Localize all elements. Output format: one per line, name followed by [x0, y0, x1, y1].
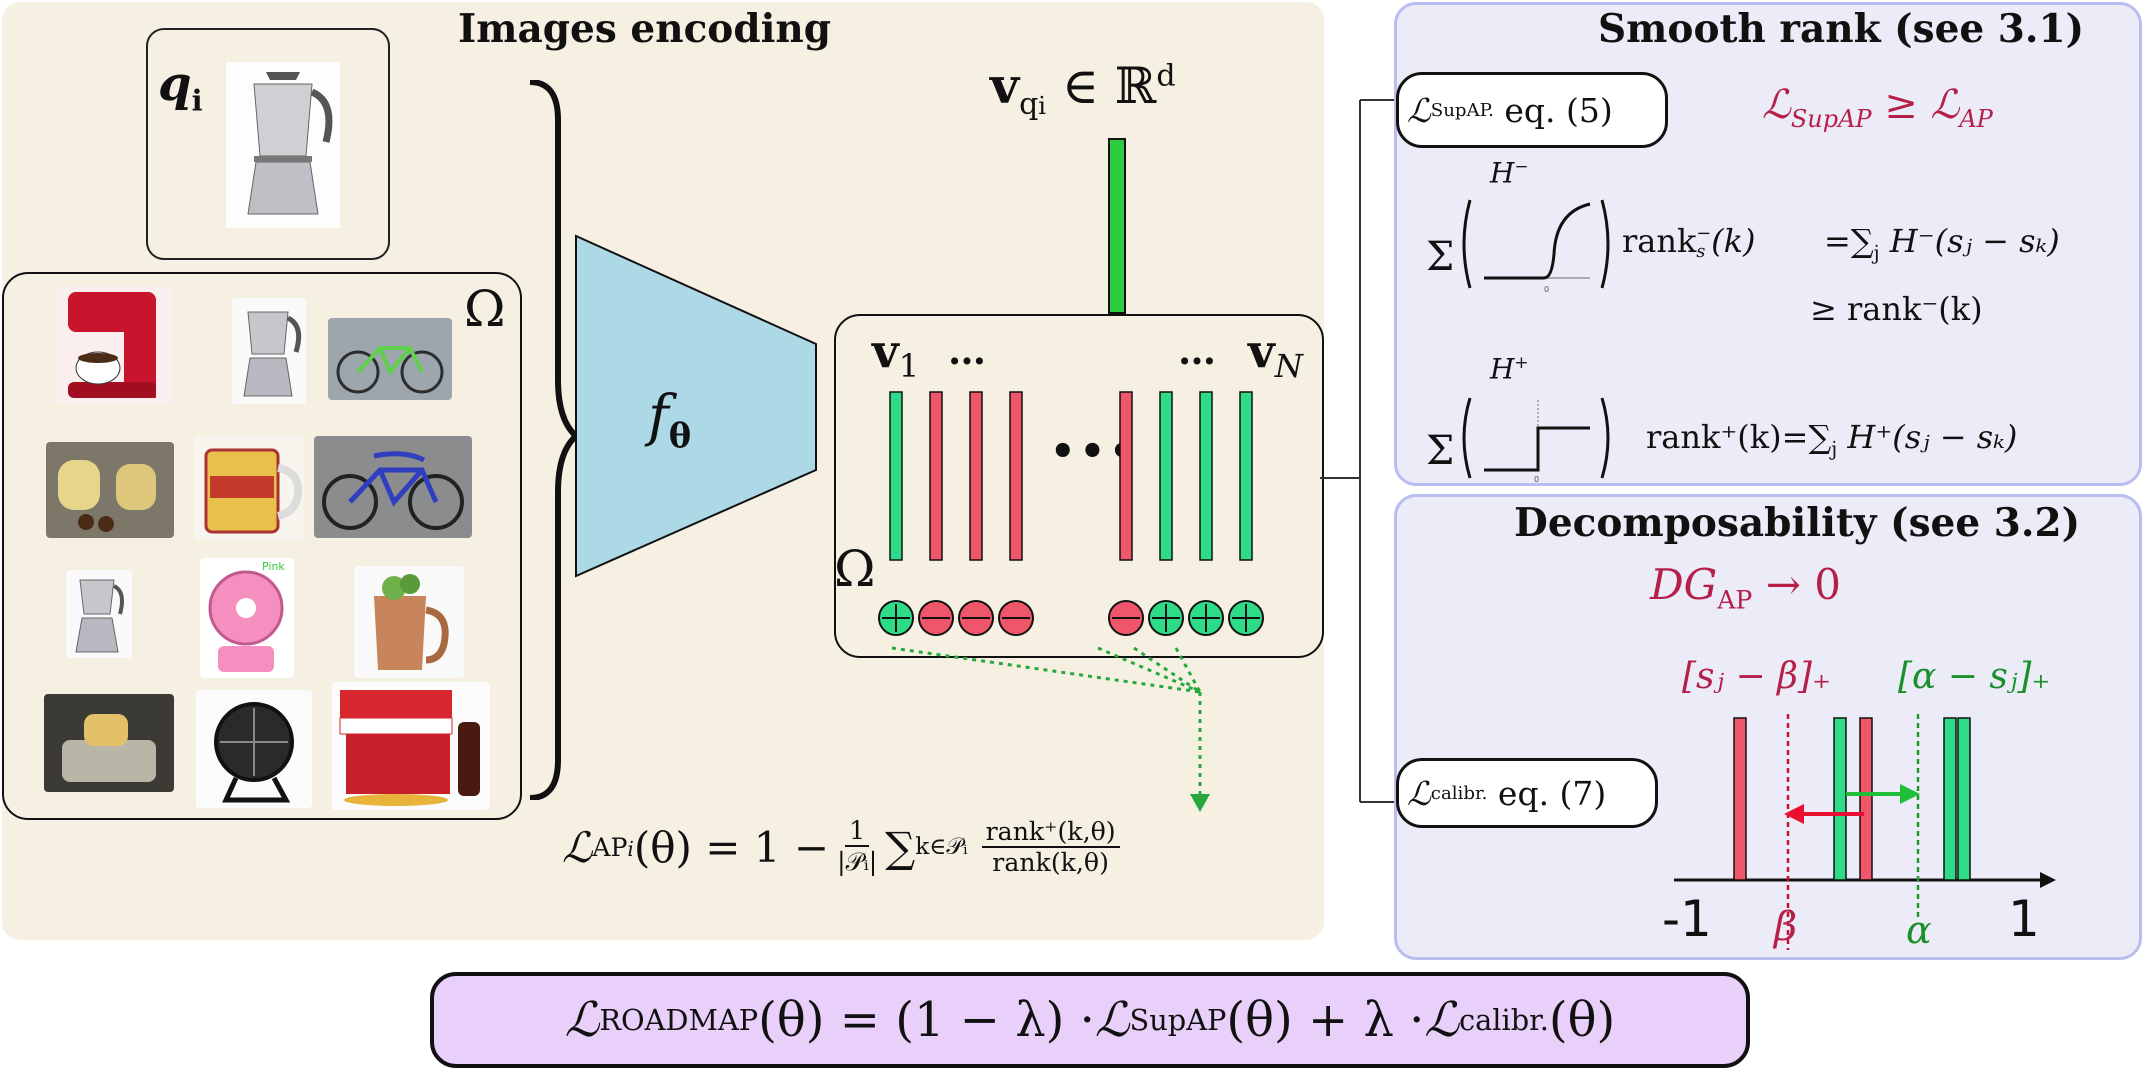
embedding-bar-red — [1119, 391, 1133, 561]
embedding-bar-red — [969, 391, 983, 561]
thumb-bicycle-green — [328, 318, 452, 400]
thumb-mug — [194, 436, 304, 540]
positive-sign-icon — [1228, 600, 1264, 636]
embedding-bar-green — [889, 391, 903, 561]
embeddings-box — [834, 314, 1324, 658]
query-embedding-label: vqi ∈ ℝd — [990, 56, 1176, 122]
database-omega-label: Ω — [464, 280, 506, 338]
sigma-plus: Σ — [1426, 428, 1455, 474]
calibration-plot — [1674, 714, 2056, 950]
thumb-toaster — [44, 694, 174, 792]
thumb-bicycle-blue — [314, 436, 472, 538]
rank-minus-ge: ≥ rank⁻(k) — [1810, 290, 1983, 328]
thumb-copper-mug — [354, 566, 464, 678]
network-trapezoid — [575, 234, 817, 578]
positive-sign-icon — [1148, 600, 1184, 636]
supap-bound: ℒSupAP ≥ ℒAP — [1762, 82, 1993, 133]
thumb-pink-fan: Pink — [200, 558, 294, 678]
embedding-bar-green — [1239, 391, 1253, 561]
embedding-bar-green — [1199, 391, 1213, 561]
query-label: qi — [158, 56, 203, 118]
heaviside-plot: 0 — [1462, 397, 1610, 484]
positive-sign-icon — [1188, 600, 1224, 636]
sigma-minus: Σ — [1426, 234, 1455, 280]
neg-margin-label: [sⱼ − β]₊ — [1682, 656, 1831, 697]
dg-label: DGAP → 0 — [1650, 560, 1841, 615]
network-label: fθ — [648, 384, 692, 456]
tick-zero-minus: 0 — [1544, 285, 1549, 294]
decomposability-heading: Decomposability (see 3.2) — [1514, 500, 2081, 546]
h-minus-label: H− — [1490, 156, 1529, 190]
query-image-moka-pot — [226, 62, 340, 228]
axis-min-label: -1 — [1662, 890, 1712, 948]
rank-plus-eq: rank⁺(k)=∑j H⁺(sⱼ − sₖ) — [1646, 418, 2018, 461]
negative-sign-icon — [998, 600, 1034, 636]
svg-text:Pink: Pink — [262, 560, 285, 573]
database-box — [2, 272, 522, 820]
embedding-bar-red — [929, 391, 943, 561]
thumb-moka-pot-1 — [232, 298, 306, 404]
smooth-rank-panel — [1394, 2, 2142, 486]
embedding-bars — [878, 391, 1264, 636]
embedding-bar-red — [1009, 391, 1023, 561]
query-box — [146, 28, 390, 260]
brace-icon — [529, 80, 580, 800]
tick-zero-plus: 0 — [1534, 475, 1539, 484]
alpha-label: α — [1906, 908, 1932, 952]
negative-sign-icon — [918, 600, 954, 636]
embedding-last-label: vN — [1248, 324, 1303, 386]
dots-left: … — [948, 328, 986, 373]
rank-minus-s: rank−s(k) — [1622, 222, 1756, 262]
thumb-coffee-machine — [54, 286, 172, 404]
pos-margin-label: [α − sⱼ]₊ — [1898, 656, 2051, 697]
thumb-toaster-set — [46, 442, 174, 538]
axis-max-label: 1 — [2008, 890, 2040, 948]
smooth-rank-heading: Smooth rank (see 3.1) — [1598, 6, 2085, 52]
omega-small-label: Ω — [834, 540, 876, 598]
negative-sign-icon — [1108, 600, 1144, 636]
images-encoding-heading: Images encoding — [458, 6, 832, 52]
positive-sign-icon — [878, 600, 914, 636]
rank-minus-eq: =∑j H⁻(sⱼ − sₖ) — [1824, 222, 2060, 265]
query-embedding-bar — [1108, 138, 1126, 314]
thumb-hotdog-roller — [332, 682, 490, 810]
embedding-bar-green — [1159, 391, 1173, 561]
decomposability-panel — [1394, 494, 2142, 960]
dots-right: … — [1178, 328, 1216, 373]
beta-label: β — [1774, 904, 1798, 950]
sigmoid-plot: 0 — [1462, 199, 1610, 294]
negative-sign-icon — [958, 600, 994, 636]
rank-arrows — [891, 646, 1210, 812]
embedding-first-label: v1 — [872, 324, 920, 386]
h-plus-label: H+ — [1490, 352, 1529, 386]
thumb-desk-fan — [196, 690, 312, 808]
thumb-moka-pot-2 — [66, 570, 132, 658]
connector-lines — [1320, 99, 1396, 803]
